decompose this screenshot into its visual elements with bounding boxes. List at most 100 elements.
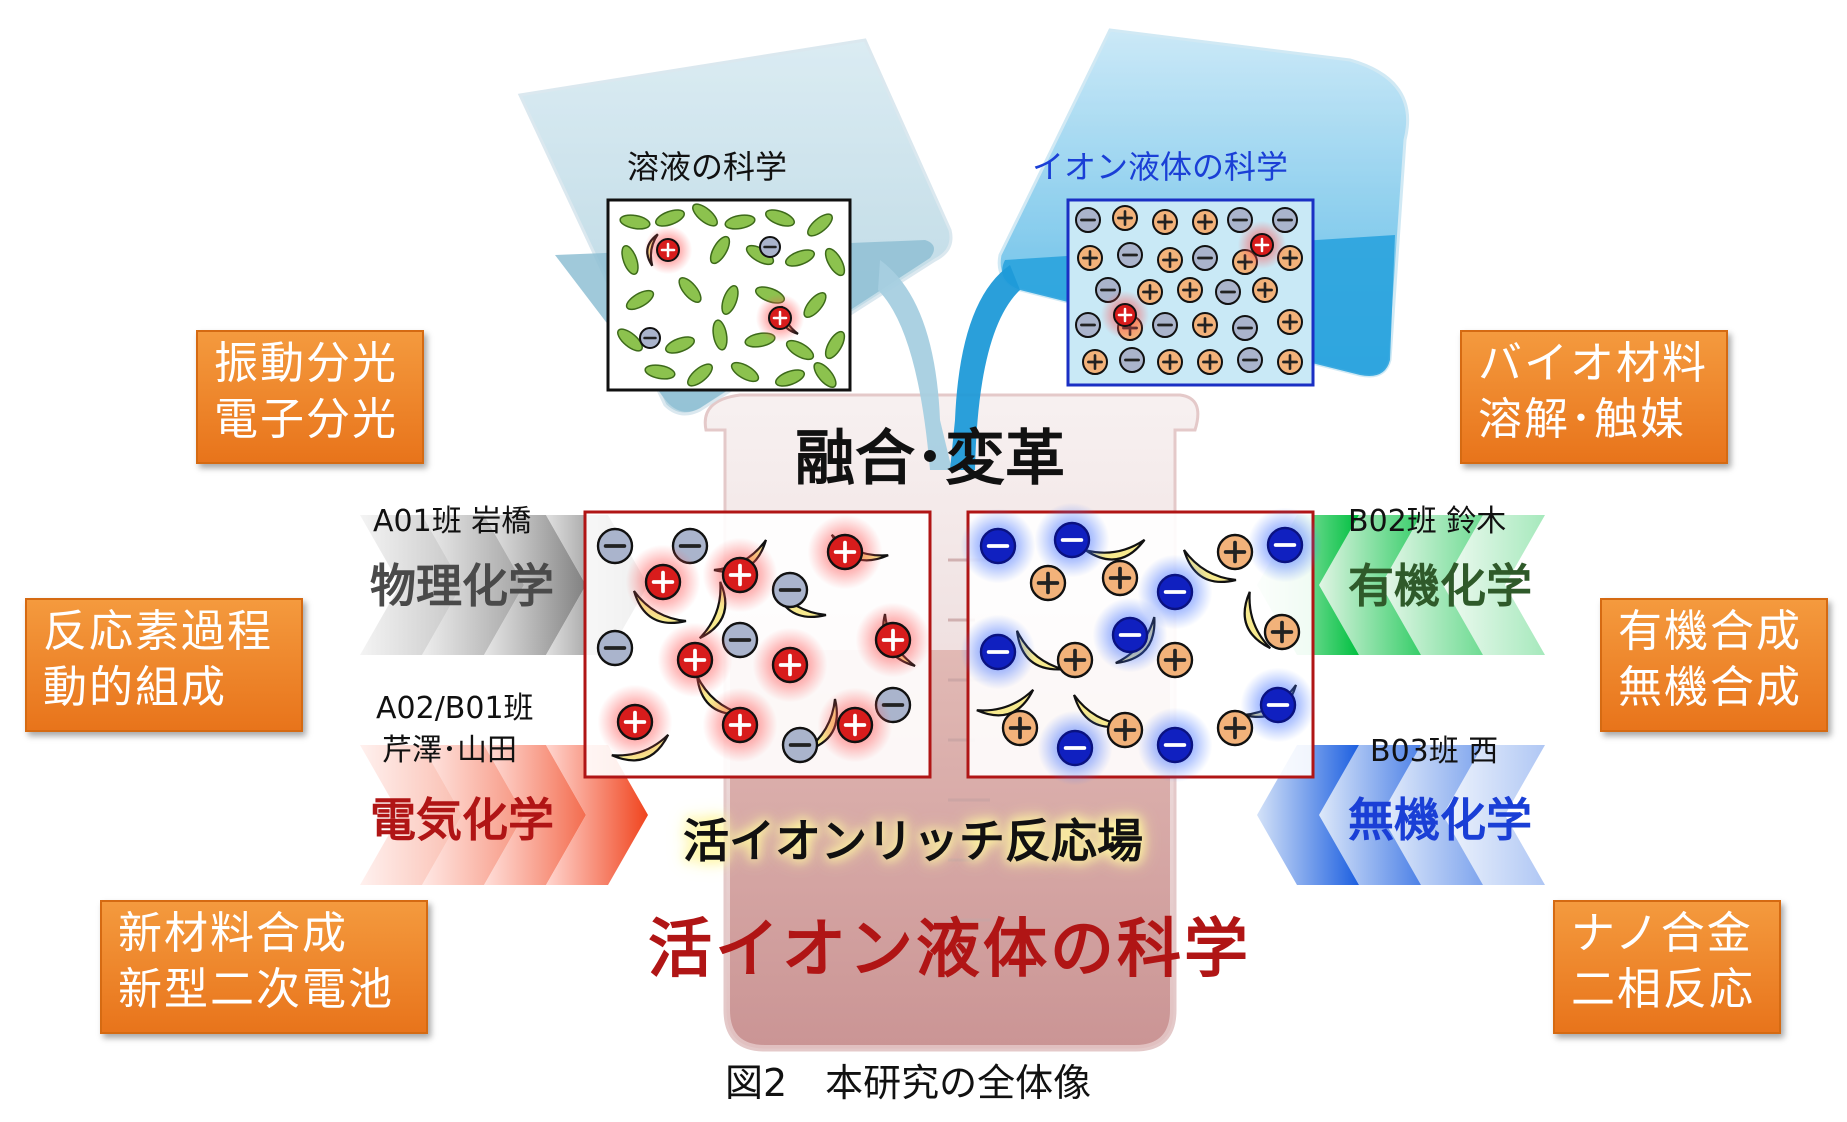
cation-symbol [1137,279,1163,305]
cation-symbol [1197,349,1223,375]
solvent-molecule [824,247,846,277]
solvent-molecule [724,214,756,230]
anion-symbol [1137,707,1213,783]
nano-alloy-box: ナノ合金 二相反応 [1553,900,1781,1034]
cation-symbol [1216,533,1254,571]
field-arrows [360,515,1545,885]
cation-symbol [597,684,673,760]
solvent-molecule [784,249,816,267]
cation-symbol [702,687,778,763]
cation-symbol [625,544,701,620]
cation-symbol [1001,709,1039,747]
box-line: 有機合成 [1618,606,1802,657]
anion-symbol [1092,597,1168,673]
anion-symbol [1192,245,1218,271]
box-line: 溶解･触媒 [1478,394,1686,445]
anion-symbol [1240,667,1316,743]
team-b02-label: B02班 鈴木 [1348,504,1507,539]
electrochemistry-arrow [360,745,648,885]
cation-rich-panel [583,510,932,779]
anion-symbol [1232,315,1258,341]
ionic-liquid-science-label: イオン液体の科学 [1032,148,1289,186]
solvent-molecule [730,361,760,383]
electrochemistry-label: 電気化学 [370,793,554,847]
team-a02-label: A02/B01班 [376,691,534,726]
fusion-transformation-headline: 融合･変革 [795,424,1065,494]
team-a01-label: A01班 岩橋 [373,504,532,539]
ionic-liquid-panel [1066,198,1315,387]
chevron-shape [1381,515,1483,655]
solvent-molecule [625,289,655,311]
solvent-molecule [709,235,731,265]
box-line: 動的組成 [43,662,227,713]
box-line: 振動分光 [214,338,398,389]
solvent-molecule [764,209,796,227]
anion-symbol [1117,242,1143,268]
cation-symbol [643,225,693,275]
solvent-molecule [813,362,837,388]
anion-symbol [1075,207,1101,233]
cation-symbol [1156,641,1194,679]
figure-caption: 図2 本研究の全体像 [725,1061,1092,1105]
cation-symbol [1112,205,1138,231]
box-line: 電子分光 [214,394,398,445]
box-line: ナノ合金 [1571,908,1753,959]
chevron-shape [360,515,462,655]
inorganic-chemistry-label: 無機化学 [1348,793,1532,847]
cation-symbol [1157,247,1183,273]
chevron-shape [546,745,648,885]
spectroscopy-box: 振動分光 電子分光 [196,330,424,464]
cation-symbol [1177,277,1203,303]
chevron-shape [422,745,524,885]
reaction-process-box: 反応素過程 動的組成 [25,598,303,732]
cation-symbol [817,687,893,763]
chevron-shape [1443,745,1545,885]
cation-symbol [1157,349,1183,375]
box-line: 無機合成 [1618,662,1802,713]
anion-symbol [596,629,634,667]
cation-symbol [752,627,828,703]
cation-symbol [1216,709,1254,747]
solvent-molecule [619,214,651,230]
anion-symbol [1237,347,1263,373]
organic-synthesis-box: 有機合成 無機合成 [1600,598,1828,732]
cation-symbol [657,622,733,698]
reaction-field-label: 活イオンリッチ反応場 [683,814,1143,868]
chevron-shape [1257,745,1359,885]
anion-symbol [1152,312,1178,338]
box-line: 新型二次電池 [118,964,394,1015]
anion-symbol [639,327,661,349]
cation-symbol [1101,559,1139,597]
cation-symbol [1056,641,1094,679]
chevron-shape [422,515,524,655]
anion-rich-panel [960,502,1323,786]
anion-symbol [960,614,1036,690]
solvent-molecule [774,369,806,387]
box-line: バイオ材料 [1478,338,1708,389]
solution-panel [606,198,852,392]
solvent-molecule [692,203,718,227]
anion-symbol [759,236,781,258]
cation-symbol [1082,349,1108,375]
anion-symbol [771,571,809,609]
solvent-molecule [654,209,686,227]
cation-symbol [1100,290,1150,340]
chevron-shape [484,515,586,655]
cation-symbol [755,293,805,343]
anion-symbol [1037,710,1113,786]
box-line: 反応素過程 [43,606,273,657]
box-line: 新材料合成 [118,908,348,959]
cation-symbol [1277,309,1303,335]
cation-symbol [1263,613,1301,651]
anion-symbol [1215,279,1241,305]
solvent-molecule [621,244,639,276]
solvent-molecule [807,213,833,237]
solvent-molecule [678,277,702,303]
box-line: 二相反応 [1571,964,1755,1015]
cation-symbol [1237,220,1287,270]
solvent-molecule [803,292,827,318]
anion-symbol [1247,507,1323,583]
crescent-molecule [976,688,1035,717]
